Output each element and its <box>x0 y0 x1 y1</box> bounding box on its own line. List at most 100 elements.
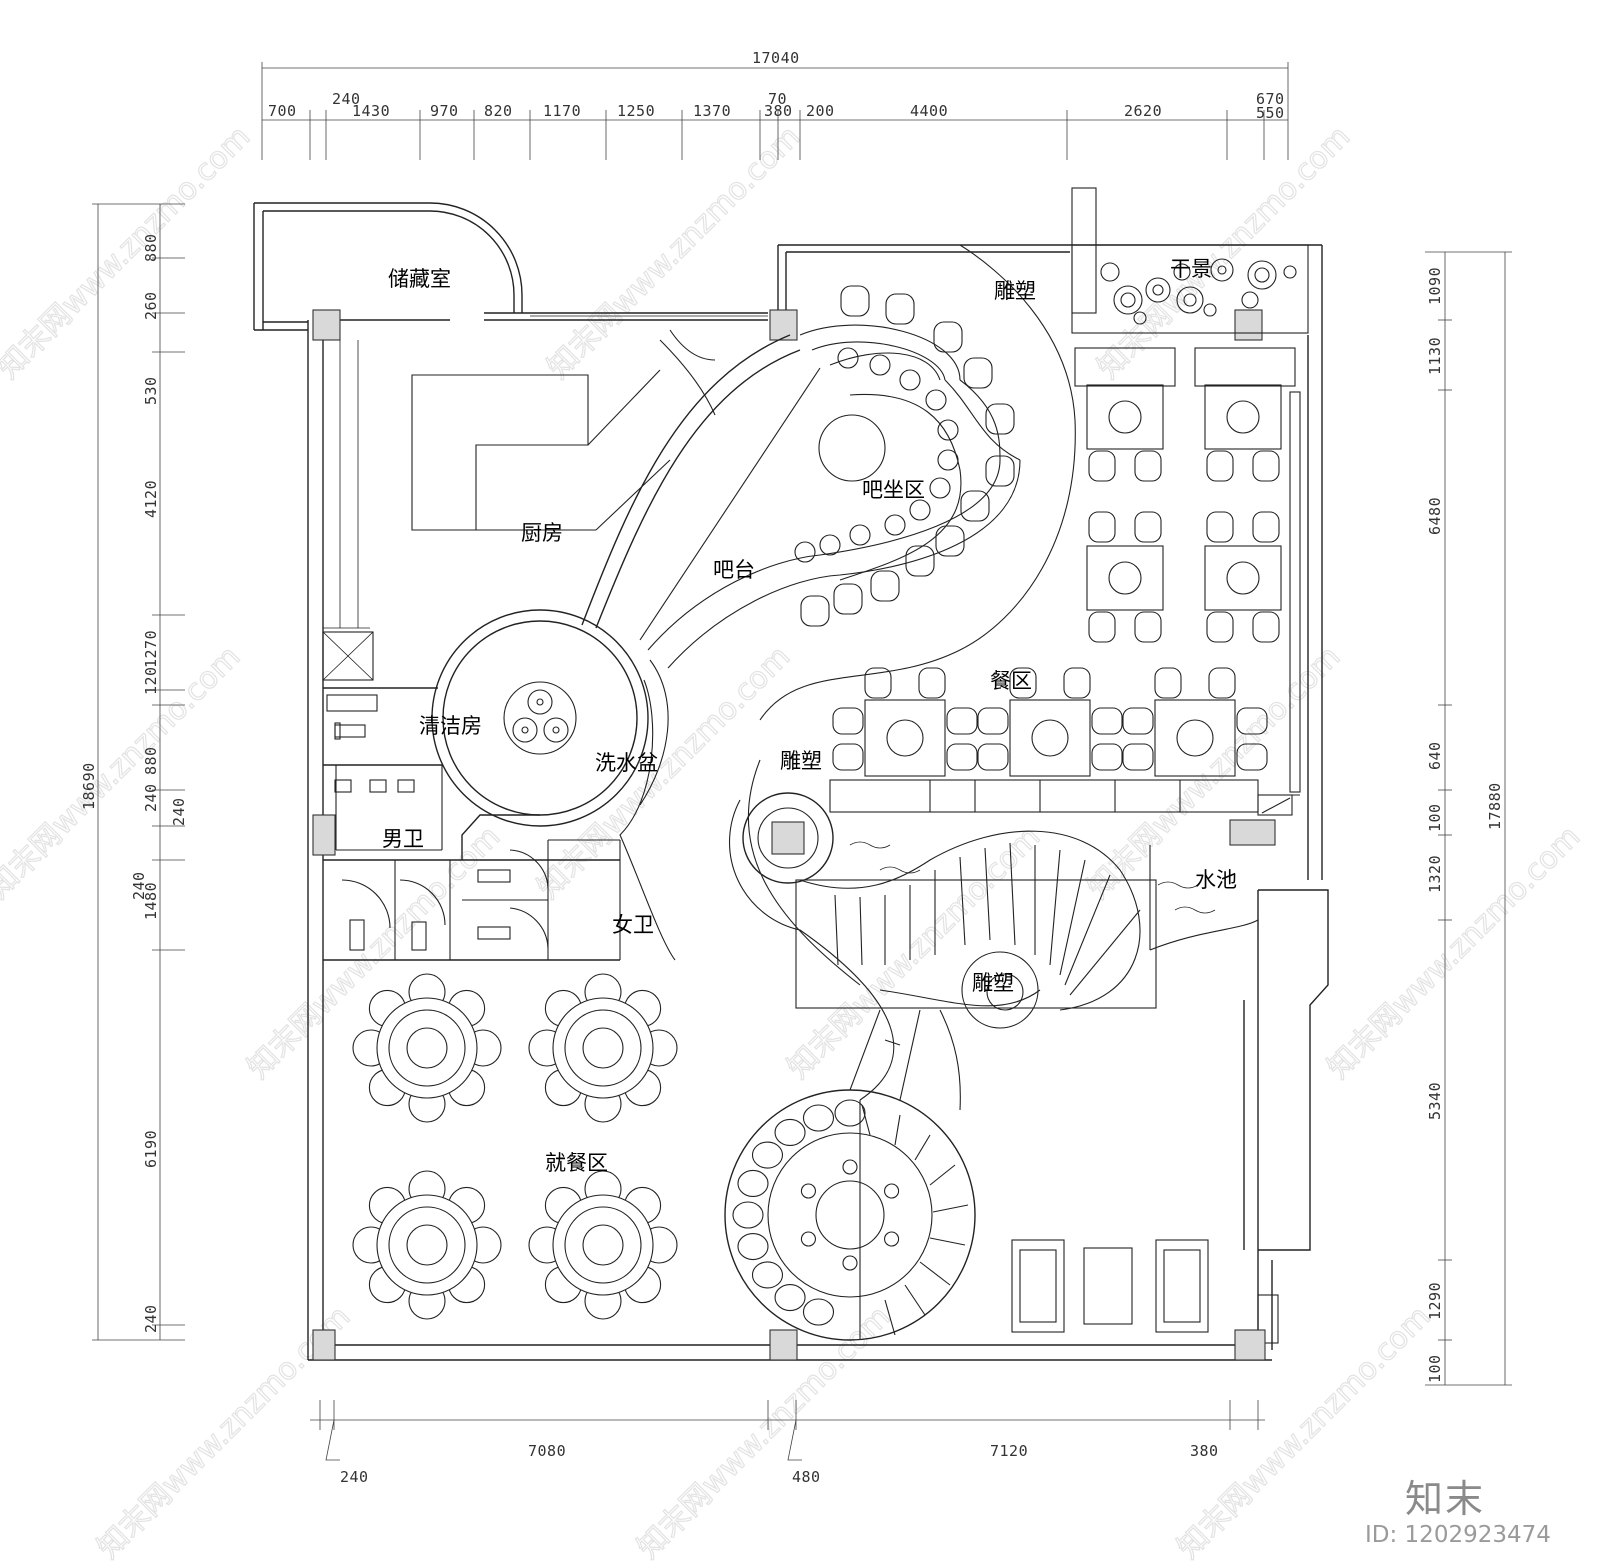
bar-stools <box>794 285 1015 627</box>
lounge-set <box>1011 1239 1209 1333</box>
dining-table <box>977 667 1123 777</box>
stool-icon <box>884 1183 900 1199</box>
watermark: 知末网www.znzmo.com <box>0 119 257 385</box>
label-bar-counter: 吧台 <box>713 558 755 582</box>
table-top <box>1204 545 1282 611</box>
booth-seats <box>732 1099 900 1326</box>
outer-walls <box>253 187 1329 1361</box>
round-booth <box>724 1089 976 1341</box>
chair-icon <box>864 667 892 699</box>
dim-label: 970 <box>430 102 459 120</box>
dim-label: 7080 <box>528 1442 566 1460</box>
dim-right-total: 17880 <box>1486 782 1504 830</box>
table-top <box>1204 384 1282 450</box>
dry-landscape <box>1071 244 1309 334</box>
dining-table <box>1204 384 1282 482</box>
dimension-left: 18690 880 260 530 4120 1270 120 880 240 … <box>80 203 188 1341</box>
dim-label: 100 <box>1426 1354 1444 1383</box>
round-table <box>528 1170 678 1320</box>
dim-label: 820 <box>484 102 513 120</box>
table-top <box>552 1194 654 1296</box>
chair-icon <box>963 357 993 389</box>
stool-icon <box>925 389 947 411</box>
chair-icon <box>977 707 1009 735</box>
stool-icon <box>909 499 931 521</box>
dim-left-total: 18690 <box>80 762 98 810</box>
chair-icon <box>751 1261 784 1289</box>
dim-label: 550 <box>1256 104 1285 122</box>
chair-icon <box>802 1298 835 1326</box>
table-top <box>376 997 478 1099</box>
dimension-right: 17880 1090 1130 6480 640 100 1320 5340 1… <box>1425 251 1512 1386</box>
dim-label: 880 <box>142 746 160 775</box>
chair-icon <box>1088 450 1116 482</box>
dining-tables-right <box>832 384 1282 777</box>
label-bar-seating: 吧坐区 <box>862 478 925 502</box>
stool-icon <box>899 369 921 391</box>
chair-icon <box>774 1118 806 1147</box>
dim-label: 1480 <box>142 882 160 920</box>
chair-icon <box>840 285 870 317</box>
dim-label: 1250 <box>617 102 655 120</box>
dim-label: 5340 <box>1426 1082 1444 1120</box>
dim-label: 1370 <box>693 102 731 120</box>
banquette <box>829 347 1301 816</box>
stool-icon <box>837 347 859 369</box>
table-center <box>582 1027 624 1069</box>
label-main-dining: 就餐区 <box>545 1151 608 1175</box>
watermark: 知末网www.znzmo.com <box>0 639 247 905</box>
table-top <box>552 997 654 1099</box>
dining-table <box>832 667 978 777</box>
dim-label: 240 <box>142 1304 160 1333</box>
dim-label: 6190 <box>142 1130 160 1168</box>
stool-icon <box>869 354 891 376</box>
table-center <box>1226 400 1260 434</box>
table-center <box>1031 719 1069 757</box>
chair-icon <box>905 545 935 577</box>
dim-label: 380 <box>764 102 793 120</box>
dim-label: 1430 <box>352 102 390 120</box>
dim-label: 4400 <box>910 102 948 120</box>
table-top <box>1086 545 1164 611</box>
chair-icon <box>933 321 963 353</box>
chair-icon <box>832 707 864 735</box>
chair-icon <box>1206 511 1234 543</box>
chair-icon <box>1088 611 1116 643</box>
dim-label: 240 <box>170 797 188 826</box>
chair-icon <box>1134 511 1162 543</box>
dimension-bottom: 240 7080 480 7120 380 <box>310 1400 1265 1486</box>
dim-label: 4120 <box>142 480 160 518</box>
chair-icon <box>1088 511 1116 543</box>
brand-logo: 知末 <box>1405 1477 1486 1521</box>
label-dry-landscape: 干景 <box>1170 257 1212 281</box>
dim-top-total: 17040 <box>752 49 800 67</box>
shrub-icon <box>1100 258 1297 325</box>
chair-icon <box>1236 707 1268 735</box>
chair-icon <box>918 667 946 699</box>
table-center <box>406 1224 448 1266</box>
dining-table <box>1086 384 1164 482</box>
watermark: 知末网www.znzmo.com <box>1081 639 1347 905</box>
dim-label: 70 <box>768 90 787 108</box>
dim-label: 1170 <box>543 102 581 120</box>
stool-icon <box>842 1159 858 1175</box>
table-center <box>1176 719 1214 757</box>
dining-table <box>1122 667 1268 777</box>
table-center <box>1108 400 1142 434</box>
dim-label: 240 <box>142 783 160 812</box>
stool-icon <box>884 514 906 536</box>
stool-icon <box>800 1231 816 1247</box>
chair-icon <box>985 403 1015 435</box>
staircase <box>729 759 1259 1111</box>
chair-icon <box>1252 611 1280 643</box>
dim-label: 240 <box>130 871 148 900</box>
chair-icon <box>1122 707 1154 735</box>
table-top <box>376 1194 478 1296</box>
label-cleaning-room: 清洁房 <box>419 714 482 738</box>
table-top <box>1086 384 1164 450</box>
label-dining-area: 餐区 <box>990 669 1032 693</box>
chair-icon <box>1134 611 1162 643</box>
table-inner <box>388 1009 466 1087</box>
chair-icon <box>802 1104 835 1132</box>
sink-icon <box>512 689 569 743</box>
